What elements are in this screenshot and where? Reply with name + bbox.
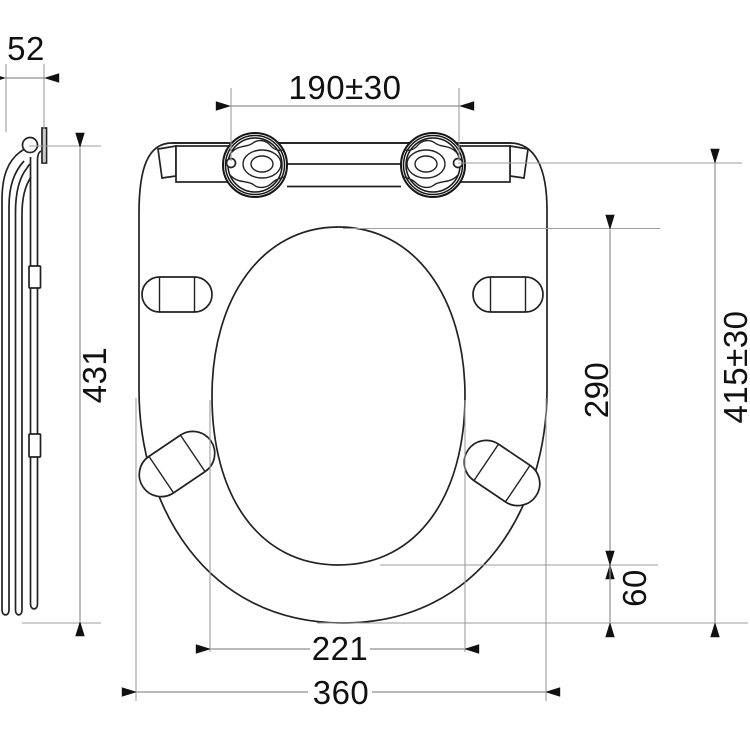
hinge-plate-left (175, 145, 230, 183)
seat-opening (211, 226, 466, 566)
hinge-boss (406, 149, 446, 179)
dimension-label: 60 (616, 569, 653, 607)
dimension-360: 360 (121, 674, 561, 711)
hinge-pin (21, 136, 39, 154)
dimension-415-30: 415±30 (710, 148, 750, 638)
side-view (1, 127, 48, 616)
side-clip-lower (28, 433, 42, 458)
cam-profile (403, 174, 459, 189)
bumper-top-left (141, 276, 213, 313)
dimension-label: 52 (7, 30, 45, 67)
dimension-431: 431 (75, 132, 113, 637)
side-profile-outer (1, 146, 29, 616)
cam-profile (229, 174, 285, 189)
cam-profile (404, 139, 458, 154)
dimension-290: 290 (578, 214, 615, 580)
hinge-boss-inner (250, 155, 274, 173)
dimension-label: 431 (76, 347, 113, 404)
dimension-52: 52 (0, 30, 60, 83)
hinge-boss (242, 149, 282, 179)
dimension-label: 221 (312, 630, 369, 667)
cam-profile (230, 139, 284, 154)
bumper-bottom-right (463, 439, 541, 507)
hinge-right (400, 132, 466, 198)
hinge-end-cap-left (157, 144, 177, 179)
dimension-label: 190±30 (289, 69, 402, 106)
side-profile-middle (14, 163, 32, 616)
bumper-bottom-left (138, 430, 216, 498)
hinge-plate-right (458, 145, 511, 183)
dimension-label: 415±30 (717, 311, 750, 424)
hinge-end-cap-right (509, 144, 529, 179)
dimension-label: 290 (578, 362, 615, 419)
extension-lines (5, 64, 748, 701)
hinge-left (222, 132, 288, 198)
top-view (138, 132, 548, 624)
bumper-top-right (472, 276, 544, 313)
side-clip-upper (28, 265, 42, 289)
side-profile-inner (29, 150, 42, 610)
hinge-boss-inner (414, 155, 438, 173)
dimension-label: 360 (313, 674, 370, 711)
dimension-60: 60 (605, 550, 653, 638)
dimension-221: 221 (195, 630, 480, 667)
dimension-190-30: 190±30 (215, 69, 475, 111)
